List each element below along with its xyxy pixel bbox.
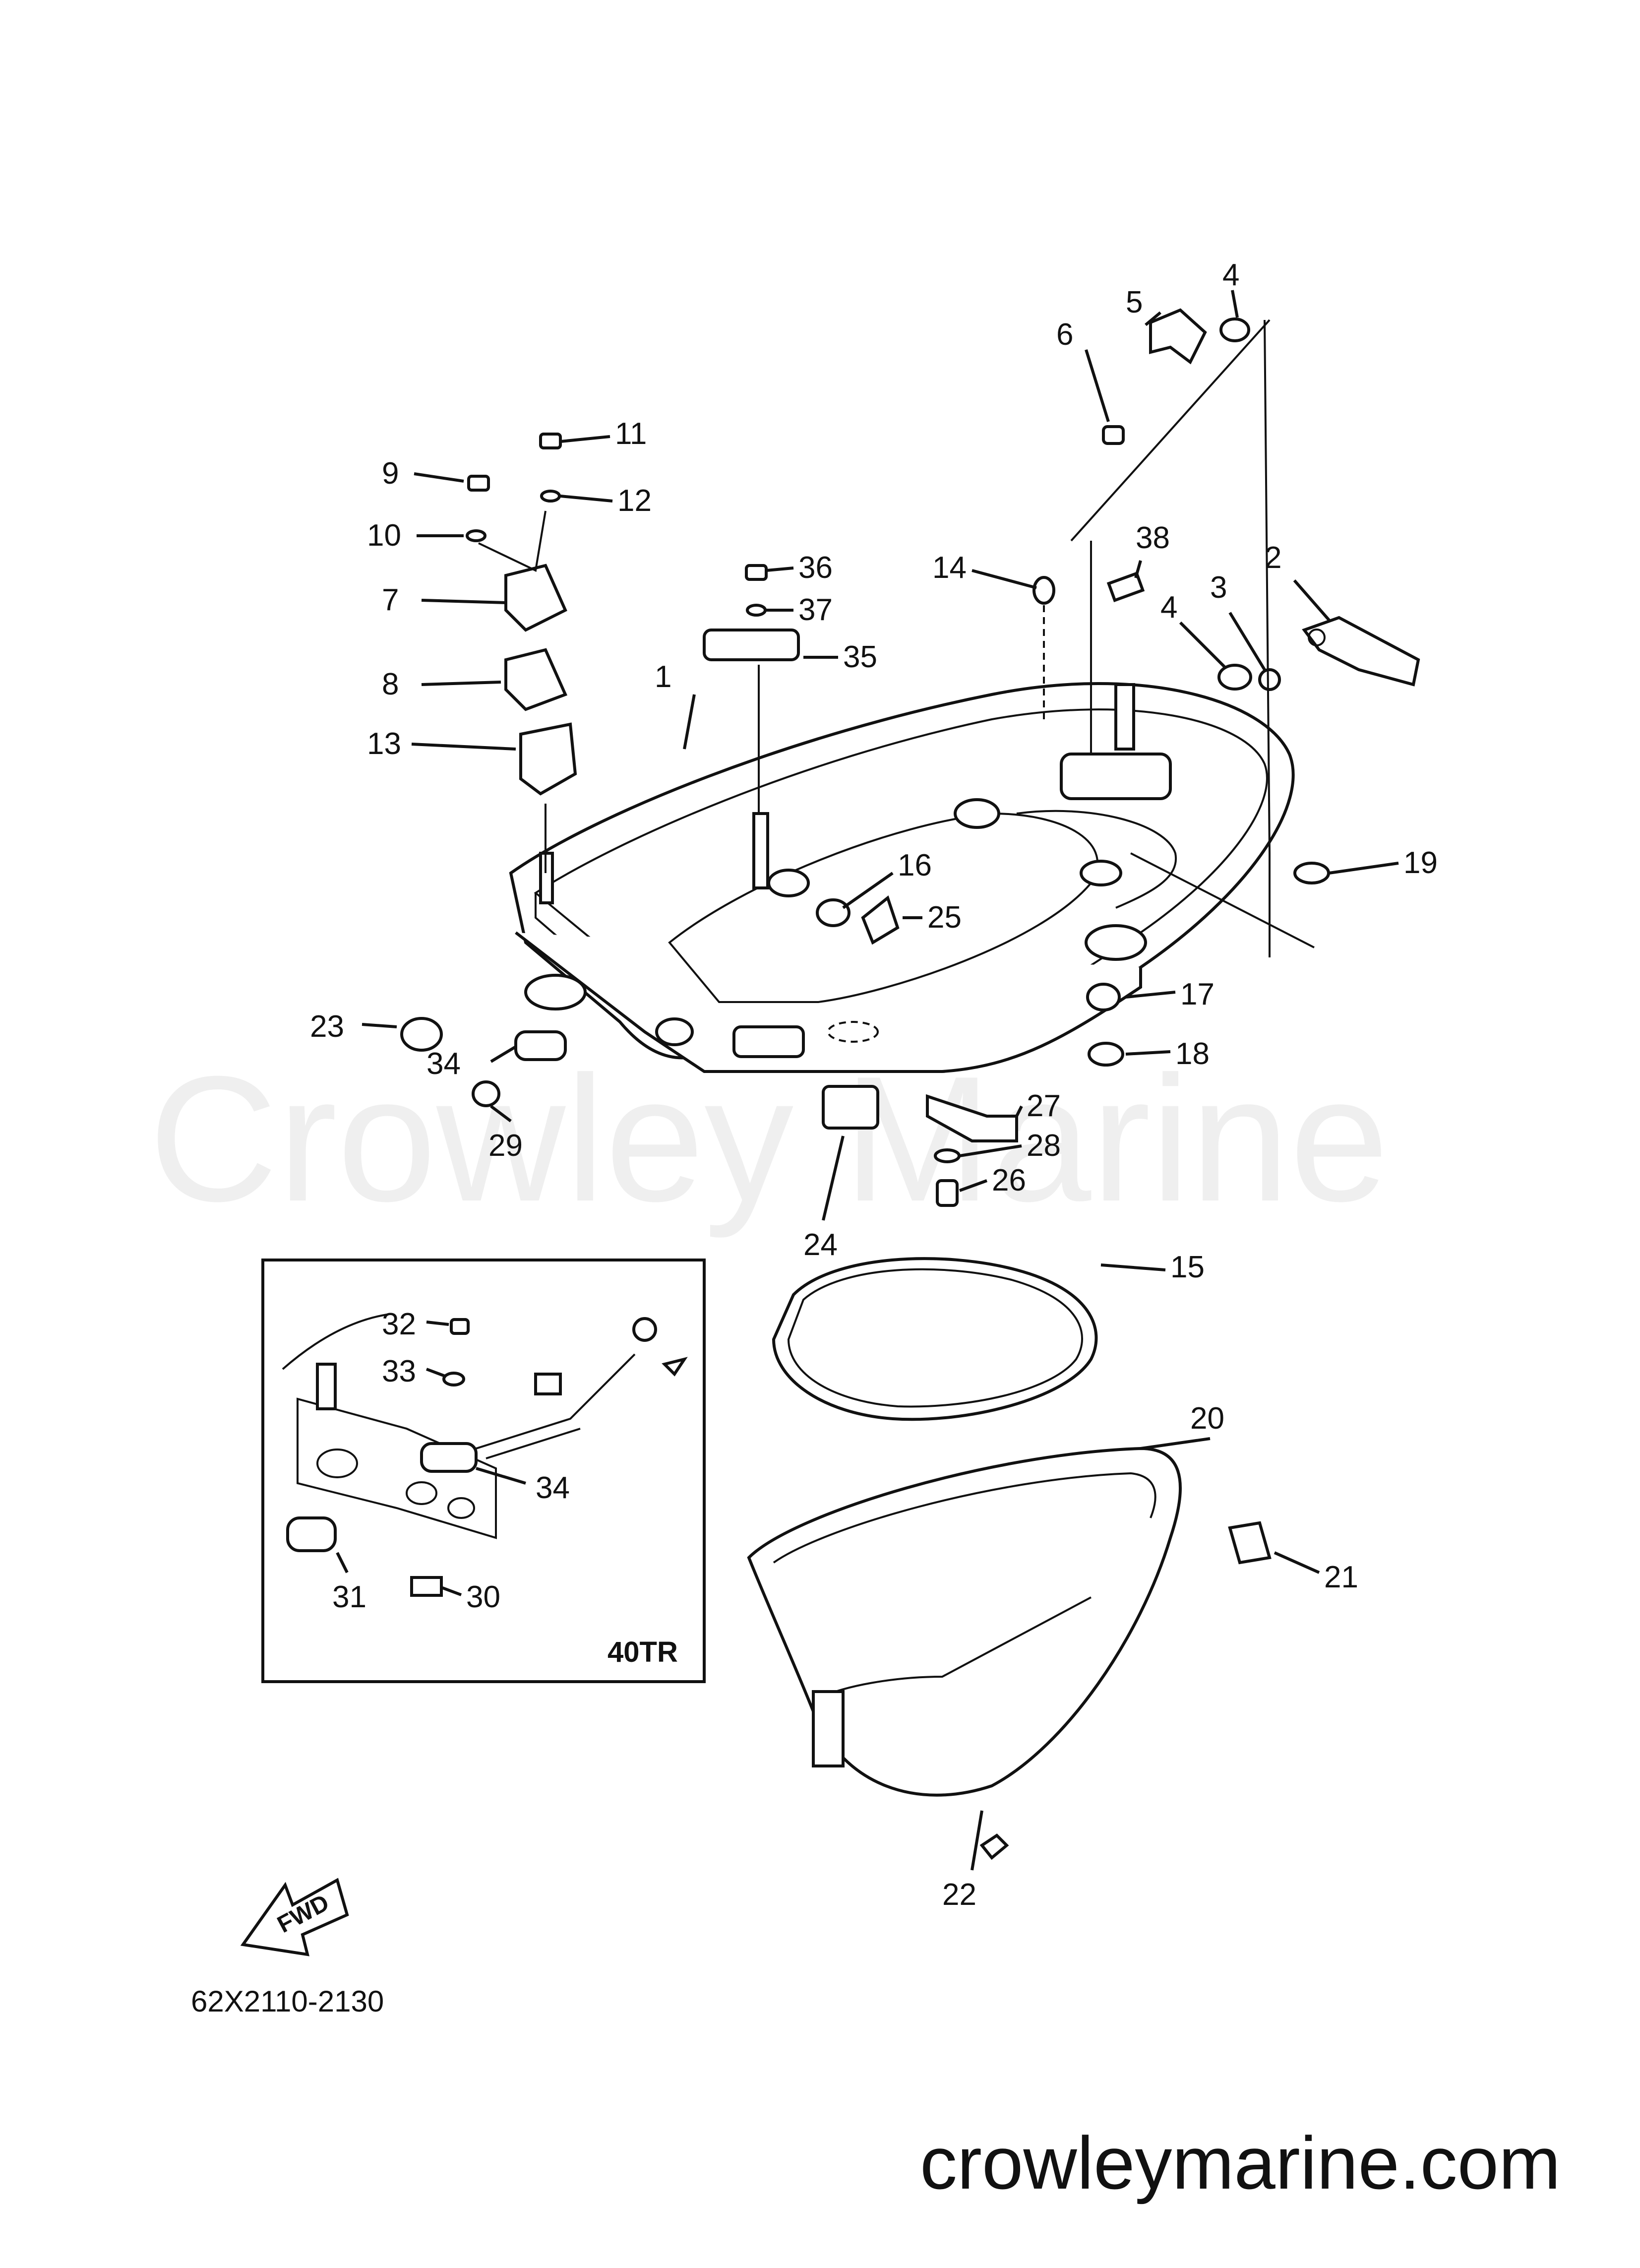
callout-29: 29 bbox=[488, 1129, 523, 1163]
diagram-code: 62X2110-2130 bbox=[191, 1985, 384, 2018]
part-36-bolt bbox=[745, 564, 768, 581]
callout-11: 11 bbox=[615, 417, 647, 451]
part-21-clip bbox=[1228, 1521, 1272, 1565]
part-13-latch bbox=[519, 722, 577, 796]
callout-25: 25 bbox=[927, 900, 962, 935]
part-2-lever bbox=[1302, 616, 1420, 687]
inset-part-33 bbox=[442, 1372, 465, 1386]
part-8-latch bbox=[504, 648, 568, 711]
part-18-cap bbox=[1088, 1042, 1124, 1067]
callout-12: 12 bbox=[617, 484, 652, 518]
callout-9: 9 bbox=[382, 456, 399, 491]
part-35-plate bbox=[703, 629, 800, 661]
part-34-grommet bbox=[514, 1030, 567, 1061]
part-27-bracket bbox=[926, 1094, 1018, 1142]
callout-8: 8 bbox=[382, 667, 399, 701]
callout-1: 1 bbox=[655, 660, 671, 694]
callout-33: 33 bbox=[382, 1354, 416, 1388]
part-28-washer bbox=[934, 1148, 961, 1163]
callout-10: 10 bbox=[367, 518, 401, 553]
part-10-washer bbox=[466, 529, 486, 542]
callout-16: 16 bbox=[898, 848, 932, 882]
callout-3: 3 bbox=[1210, 570, 1227, 605]
inset-connector bbox=[534, 1373, 562, 1395]
leader-lines bbox=[336, 290, 1399, 1871]
part-20-tab bbox=[812, 1690, 845, 1767]
callout-36: 36 bbox=[798, 551, 833, 585]
callout-32: 32 bbox=[382, 1307, 416, 1341]
inset-label: 40TR bbox=[607, 1636, 678, 1668]
website-url: crowleymarine.com bbox=[920, 2121, 1561, 2205]
callout-numbers: 1 2 3 4 4 5 6 7 8 9 10 11 12 13 14 15 16… bbox=[310, 258, 1438, 1912]
callout-21: 21 bbox=[1324, 1560, 1358, 1594]
part-11-bolt bbox=[539, 433, 562, 449]
callout-2: 2 bbox=[1265, 541, 1281, 575]
callout-4a: 4 bbox=[1160, 590, 1177, 625]
inset-part-34 bbox=[420, 1442, 478, 1473]
bottom-cowling bbox=[509, 682, 1295, 1073]
callout-37: 37 bbox=[798, 593, 833, 627]
callout-6: 6 bbox=[1056, 317, 1073, 352]
inset-part-31 bbox=[286, 1516, 337, 1552]
callout-26: 26 bbox=[992, 1163, 1026, 1197]
callout-4b: 4 bbox=[1222, 258, 1239, 292]
part-3-nut bbox=[1258, 668, 1281, 691]
callout-27: 27 bbox=[1027, 1089, 1061, 1123]
callout-13: 13 bbox=[367, 727, 401, 761]
callout-7: 7 bbox=[382, 583, 399, 617]
part-7-latch bbox=[504, 564, 567, 632]
callout-14: 14 bbox=[932, 551, 967, 585]
part-14-grommet bbox=[1033, 576, 1055, 605]
part-4-bushing bbox=[1217, 664, 1252, 691]
callout-31: 31 bbox=[332, 1580, 366, 1614]
part-24-drain bbox=[822, 1085, 879, 1130]
callout-24: 24 bbox=[803, 1228, 838, 1262]
part-15-seal bbox=[772, 1257, 1098, 1421]
part-5-bracket bbox=[1149, 308, 1207, 365]
part-22-screw bbox=[979, 1833, 1009, 1860]
part-38-label bbox=[1106, 571, 1145, 603]
part-6-bolt bbox=[1102, 425, 1125, 445]
fwd-arrow: FWD bbox=[240, 1878, 349, 1956]
inset-part-30 bbox=[410, 1576, 443, 1597]
callout-34a: 34 bbox=[426, 1047, 461, 1081]
callout-30: 30 bbox=[466, 1580, 500, 1614]
callout-23: 23 bbox=[310, 1009, 344, 1044]
part-25-clip bbox=[861, 895, 900, 945]
inset-part-32 bbox=[450, 1318, 470, 1335]
callout-22: 22 bbox=[942, 1878, 976, 1912]
part-26-screw bbox=[936, 1179, 959, 1207]
callout-19: 19 bbox=[1403, 846, 1438, 880]
part-29-plug bbox=[472, 1080, 500, 1107]
callout-34b: 34 bbox=[536, 1471, 570, 1505]
callout-17: 17 bbox=[1180, 977, 1215, 1011]
callout-18: 18 bbox=[1175, 1037, 1210, 1071]
callout-35: 35 bbox=[843, 640, 877, 674]
part-37-washer bbox=[746, 604, 767, 617]
part-12-washer bbox=[540, 490, 561, 503]
callout-5: 5 bbox=[1126, 285, 1143, 319]
inset-40tr: 40TR bbox=[261, 1259, 706, 1683]
part-19-bolt bbox=[1293, 862, 1330, 884]
part-16-grommet bbox=[816, 898, 850, 927]
callout-28: 28 bbox=[1027, 1129, 1061, 1163]
part-9-bolt bbox=[467, 475, 490, 492]
part-4-bushing-top bbox=[1219, 317, 1250, 342]
part-17-grommet bbox=[1086, 983, 1121, 1011]
callout-20: 20 bbox=[1190, 1401, 1224, 1436]
part-23-plug bbox=[400, 1017, 443, 1052]
callout-15: 15 bbox=[1170, 1250, 1205, 1284]
callout-38: 38 bbox=[1136, 521, 1170, 555]
